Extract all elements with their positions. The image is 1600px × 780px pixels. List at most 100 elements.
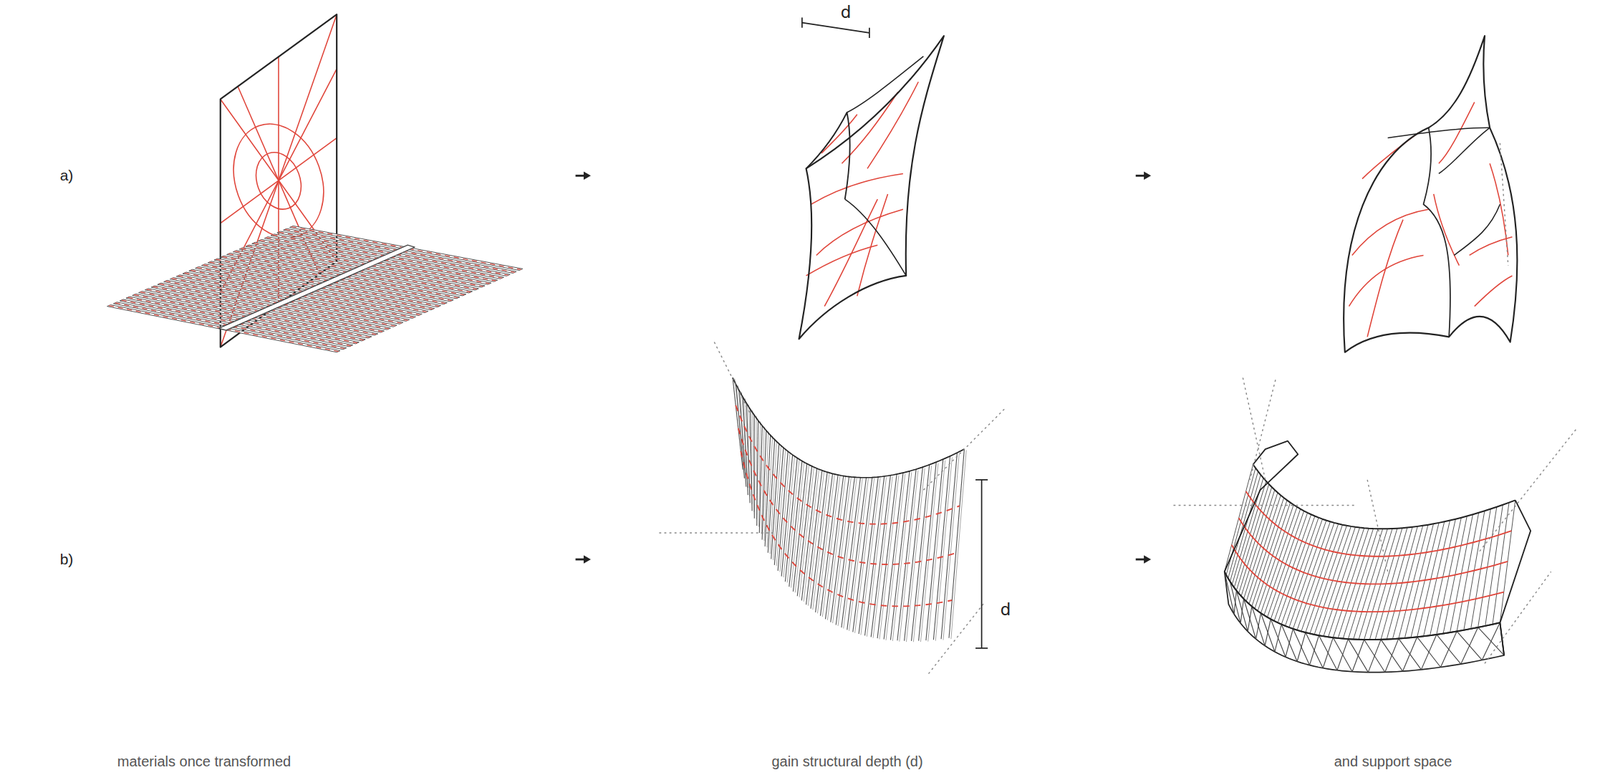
slat: [852, 476, 873, 632]
slat: [822, 475, 841, 617]
red-ellipse: [218, 111, 339, 250]
red-pattern: [806, 81, 919, 306]
caption-text: and support space: [1334, 753, 1453, 770]
slat: [951, 450, 967, 640]
flat-sheet: [218, 14, 339, 347]
truss-line: [1417, 636, 1442, 667]
dimension-tick: [801, 17, 803, 28]
fold-line: [1453, 204, 1500, 255]
outline-line: [1352, 209, 1429, 255]
slat: [928, 460, 946, 642]
red-dash: [738, 428, 957, 565]
slat: [781, 454, 793, 577]
slat: [855, 478, 875, 634]
fold-line: [1423, 127, 1451, 337]
slat: [911, 464, 930, 642]
outline-line: [1367, 219, 1404, 338]
edge-line: [1253, 464, 1516, 530]
row-tag: b): [60, 550, 74, 568]
dimension-tick: [868, 27, 871, 38]
edge-line: [1499, 499, 1531, 656]
fold-line: [845, 199, 906, 276]
shell-outline: [799, 35, 944, 339]
slat: [860, 477, 881, 635]
step-arrow: [1135, 171, 1151, 180]
truss-line: [1436, 634, 1462, 664]
slat: [873, 476, 893, 639]
fold-line: [847, 56, 924, 113]
caption-text: gain structural depth (d): [771, 753, 923, 770]
slat: [835, 476, 855, 625]
slat: [935, 456, 952, 641]
truss-line: [1292, 628, 1310, 666]
truss-line: [1229, 581, 1241, 624]
slat: [941, 452, 957, 639]
outline-line: [816, 209, 904, 255]
guide-line: [928, 602, 985, 674]
dimension-tick: [975, 647, 988, 649]
step-arrow: [575, 555, 591, 563]
slat: [841, 477, 861, 628]
step-arrow: [1135, 555, 1151, 563]
dimension-line: [975, 479, 988, 649]
slat: [755, 416, 757, 520]
truss-line: [1347, 638, 1368, 672]
outline-line: [1469, 237, 1513, 256]
slat: [905, 468, 925, 643]
dimension-label: d: [1000, 600, 1012, 619]
slat: [777, 451, 788, 571]
fold-line: [1438, 127, 1490, 174]
outline-line: [811, 173, 904, 205]
slat: [762, 430, 767, 540]
slat: [830, 476, 850, 623]
slat: [849, 478, 869, 631]
fold-line: [1388, 127, 1490, 138]
row-tag: a): [60, 166, 74, 184]
slat: [771, 444, 780, 560]
outline-line: [806, 244, 879, 276]
slat: [812, 473, 830, 611]
slat: [948, 449, 965, 639]
arrow-head: [1143, 555, 1151, 563]
edge-line: [1224, 571, 1501, 640]
guide-line: [923, 408, 1005, 490]
slat: [810, 471, 828, 609]
slat: [843, 478, 864, 629]
outline-line: [1474, 275, 1513, 307]
saddle-slats: [658, 342, 1005, 674]
arrow-head: [1143, 171, 1151, 180]
truss-line: [1456, 630, 1482, 660]
dimension-tick: [975, 479, 988, 481]
outline-line: [1438, 102, 1475, 164]
outline-line: [824, 199, 878, 307]
slat: [847, 477, 867, 631]
red-curve: [1231, 545, 1505, 612]
assembled-shells: [1343, 35, 1517, 353]
guide-line: [1484, 571, 1552, 664]
thick-saddle: [1173, 377, 1577, 672]
guide-line: [658, 532, 775, 533]
red-curve: [1246, 491, 1512, 557]
truss-line: [1380, 639, 1403, 672]
caption-text: materials once transformed: [117, 753, 291, 770]
spine-strip: [219, 244, 416, 331]
slat: [926, 459, 944, 641]
truss-line: [1398, 638, 1422, 670]
truss-line: [1260, 613, 1275, 652]
red-line: [220, 14, 337, 347]
red-ellipse: [248, 146, 309, 216]
dimension-line: [981, 479, 983, 649]
slat: [832, 477, 852, 624]
slat: [757, 420, 759, 526]
folded-shell: [799, 35, 944, 339]
dimension-line: [802, 22, 870, 33]
red-pattern: [218, 14, 339, 347]
guide-line: [714, 342, 750, 414]
arrow-head: [583, 171, 591, 180]
slat: [825, 475, 843, 619]
slat: [754, 415, 755, 519]
outline-line: [1489, 163, 1509, 255]
fold-line: [806, 112, 851, 200]
slat: [783, 455, 795, 578]
red-dash: [735, 405, 960, 525]
